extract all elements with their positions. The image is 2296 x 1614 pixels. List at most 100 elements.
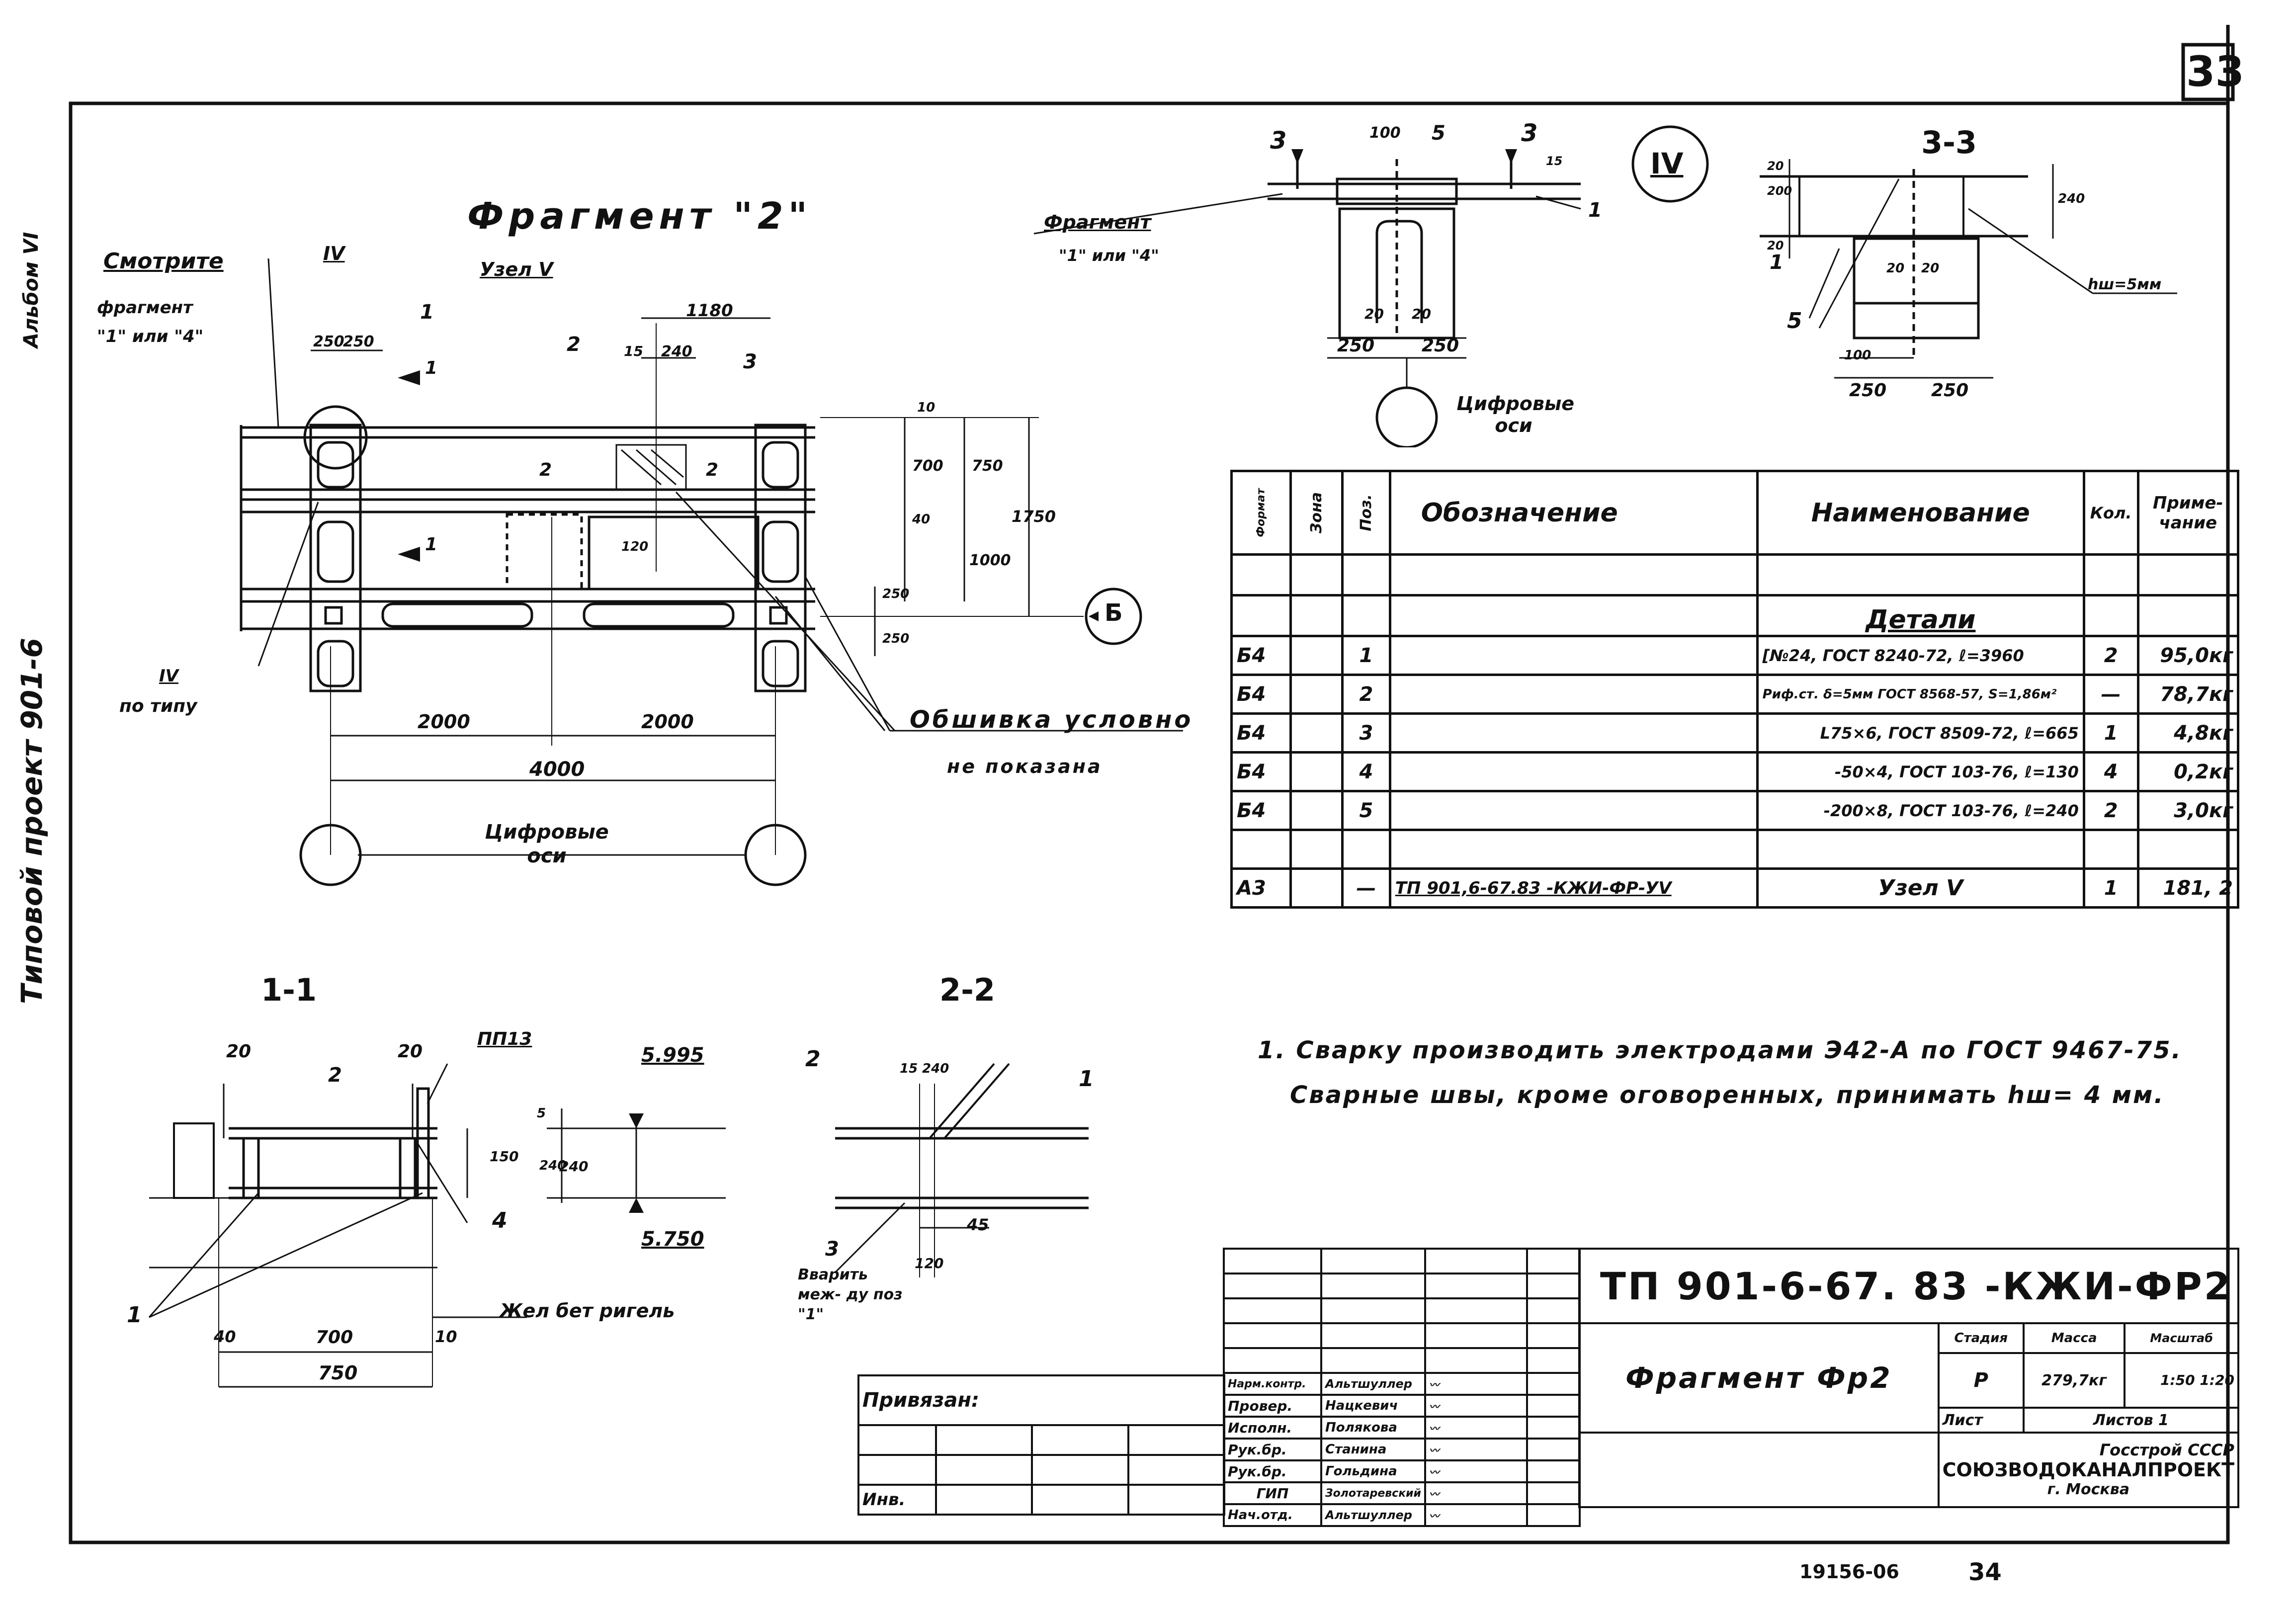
dim-label: 5 <box>1432 122 1446 145</box>
dim-label: 700 <box>912 457 943 475</box>
position-label: 1 <box>1588 199 1602 222</box>
elevation-bottom: 5.750 <box>641 1228 704 1251</box>
dim-label: 150 <box>490 1148 519 1165</box>
node-iv-fragment-ref: "1" или "4" <box>1059 246 1159 265</box>
section-2-2-drawing <box>547 1063 1089 1277</box>
section-1-1-drawing <box>148 1063 527 1388</box>
dim-label: 250 <box>1849 380 1887 401</box>
section-mark: 3 <box>1270 127 1287 155</box>
by-type-label: по типу <box>119 696 197 716</box>
col-pos: Поз. <box>1341 470 1391 556</box>
section-mark: 1 <box>425 358 438 378</box>
dim-label: 100 <box>1369 124 1401 142</box>
dim-label: 240 <box>539 1158 567 1173</box>
section-mark: 2 <box>539 460 552 480</box>
node-iv-digital-axes: Цифровые оси <box>1456 393 1575 436</box>
dim-label: 15 <box>624 343 643 359</box>
sheathing-note: не показана <box>947 756 1103 777</box>
bound-stamp-table: Привязан: Инв. <box>857 1374 1226 1516</box>
section-mark: 2 <box>706 460 719 480</box>
section-mark: 1 <box>425 534 438 555</box>
dim-label: 750 <box>972 457 1003 475</box>
org-city: г. Москва <box>2047 1481 2129 1498</box>
specification-table: Формат Зона Поз. Обозначение Наименовани… <box>1230 470 2240 909</box>
weld-note: Вварить меж- ду поз "1" <box>798 1266 903 1323</box>
dim-label: 20 <box>398 1041 423 1062</box>
position-label: 2 <box>567 333 581 356</box>
position-label: 1 <box>420 301 434 324</box>
sheathing-note: Обшивка условно <box>910 706 1193 734</box>
signature: 〰 <box>1424 1372 1529 1396</box>
girder-label: Жел бет ригель <box>500 1300 675 1322</box>
dim-label: 40 <box>912 512 931 527</box>
dim-label: 250 <box>1337 336 1375 356</box>
dim-label: 20 <box>1767 239 1784 253</box>
dim-label: 20 <box>1412 306 1431 322</box>
fragment-plan-drawing <box>240 258 1183 886</box>
section-3-3-drawing <box>1760 159 2177 379</box>
dim-label: 750 <box>318 1362 358 1384</box>
node-iv-roman: IV <box>1650 147 1684 180</box>
dim-label: 10 <box>917 400 935 415</box>
node-iv-fragment-label: Фрагмент <box>1044 211 1151 233</box>
signature-row: Нарм.контр.Альтшуллер〰 <box>1223 1372 1581 1396</box>
dim-label: 45 <box>967 1215 989 1234</box>
position-label: 3 <box>743 350 757 373</box>
position-label: 5 <box>1787 308 1802 334</box>
fragment-title: Фрагмент "2" <box>467 195 813 238</box>
dim-label: 1750 <box>1012 507 1056 526</box>
signatures-table: Нарм.контр.Альтшуллер〰 Провер.Нацкевич〰 … <box>1223 1248 1581 1527</box>
signature-row: Рук.бр.Гольдина〰 <box>1223 1459 1581 1483</box>
signature: 〰 <box>1424 1459 1529 1483</box>
signature-row: Исполн.Полякова〰 <box>1223 1416 1581 1440</box>
dim-label: 20 <box>226 1041 252 1062</box>
sheet-number: 33 <box>2186 47 2244 96</box>
col-name: Наименование <box>1756 470 2085 556</box>
dim-label: 120 <box>621 539 649 554</box>
dim-label: 40 <box>214 1327 236 1346</box>
dim-label: 1000 <box>969 552 1011 569</box>
dim-label: 200 <box>1767 184 1792 198</box>
dim-label: 1180 <box>686 301 733 321</box>
see-ref: фрагмент "1" или "4" <box>97 298 204 346</box>
signature: 〰 <box>1424 1416 1529 1440</box>
position-label: 1 <box>127 1302 142 1328</box>
position-label: 3 <box>825 1238 839 1261</box>
title-main-table: ТП 901-6-67. 83 -КЖИ-ФР2 Фрагмент Фр2 Ст… <box>1578 1248 2240 1508</box>
org-name: СОЮЗВОДОКАНАЛПРОЕКТ <box>1942 1459 2234 1481</box>
footer-code: 19156-06 <box>1799 1561 1899 1583</box>
signature-row: Рук.бр.Станина〰 <box>1223 1438 1581 1461</box>
dim-label: 700 <box>316 1327 353 1348</box>
signature: 〰 <box>1424 1394 1529 1418</box>
col-designation: Обозначение <box>1388 470 1759 556</box>
note-2: Сварные швы, кроме оговоренных, принимат… <box>1290 1081 2165 1109</box>
dim-label: 2000 <box>418 711 470 733</box>
position-label: 2 <box>805 1046 821 1072</box>
dim-label: 120 <box>915 1255 944 1272</box>
dim-label: 20 <box>1886 261 1905 276</box>
dim-label: 240 <box>559 1158 589 1175</box>
dim-label: 15 <box>900 1061 918 1076</box>
dim-label: 100 <box>1844 348 1871 363</box>
section-details-title: Детали <box>1756 594 2085 637</box>
dim-label: 250 <box>313 333 344 350</box>
dim-label: 20 <box>1767 159 1784 173</box>
position-label: 4 <box>492 1208 508 1233</box>
dim-label: 250 <box>343 333 374 350</box>
sheet-title: Фрагмент Фр2 <box>1578 1322 1940 1434</box>
axis-label-b: Б <box>1105 599 1123 627</box>
signature: 〰 <box>1424 1503 1529 1527</box>
node-iv-drawing <box>1033 125 1709 447</box>
dim-label: 5 <box>537 1106 546 1121</box>
position-label: 2 <box>328 1064 342 1087</box>
footer-page: 34 <box>1968 1558 2002 1586</box>
dim-label: 250 <box>882 631 910 646</box>
col-zone: Зона <box>1289 470 1344 556</box>
